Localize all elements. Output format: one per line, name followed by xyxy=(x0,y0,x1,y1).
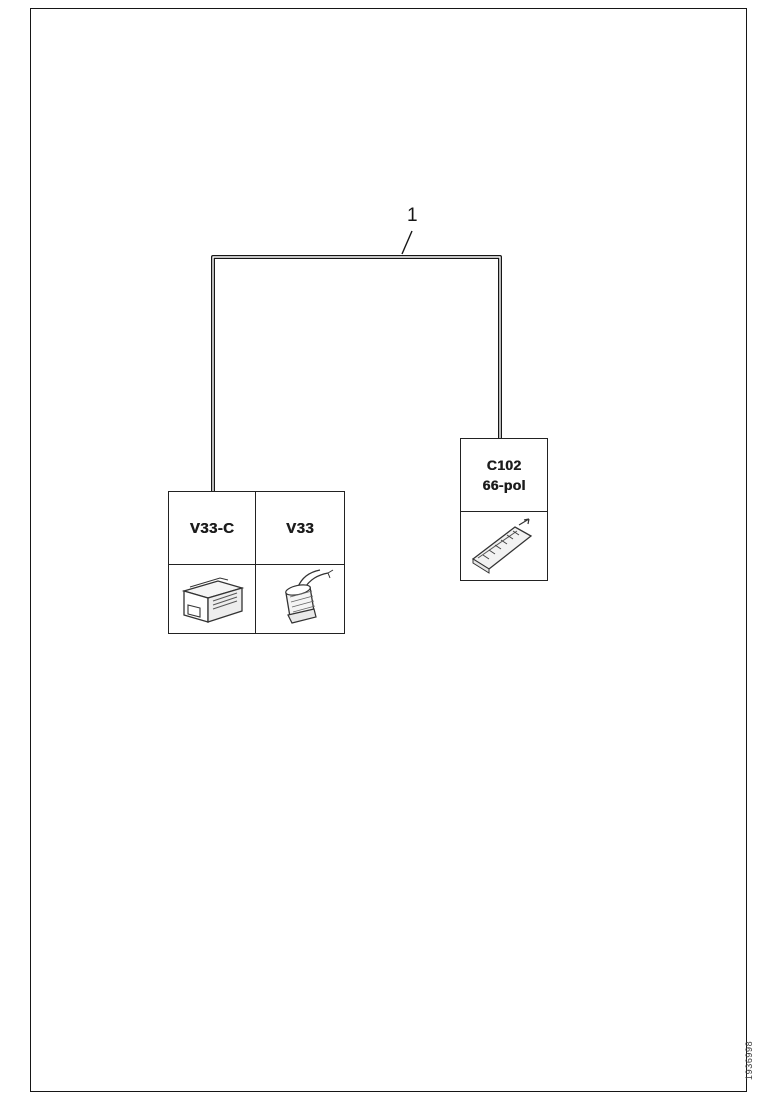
c102-pincount-label: 66-pol xyxy=(482,477,526,493)
cell-v33-image xyxy=(256,565,344,633)
v33-label: V33 xyxy=(286,519,314,537)
c102-text-area: C102 66-pol xyxy=(461,439,547,512)
document-id: 1936998 xyxy=(744,1040,754,1080)
cable-outline xyxy=(211,255,502,492)
c102-label: C102 xyxy=(486,457,522,473)
component-table: V33-C V33 xyxy=(168,491,345,634)
page-border-frame xyxy=(30,8,747,1092)
multi-pin-connector-icon xyxy=(471,518,533,574)
cell-v33c-image xyxy=(169,565,256,633)
callout-1-label: 1 xyxy=(407,205,418,226)
callout-leader-line xyxy=(401,230,413,255)
cable-core-highlight xyxy=(212,256,501,492)
cell-v33c-label: V33-C xyxy=(169,492,256,565)
cell-v33-label: V33 xyxy=(256,492,344,565)
v33c-label: V33-C xyxy=(189,519,235,537)
c102-image-area xyxy=(461,512,547,580)
relay-module-icon xyxy=(181,577,245,623)
pigtail-connector-icon xyxy=(285,569,334,624)
connector-box-c102: C102 66-pol xyxy=(460,438,548,581)
